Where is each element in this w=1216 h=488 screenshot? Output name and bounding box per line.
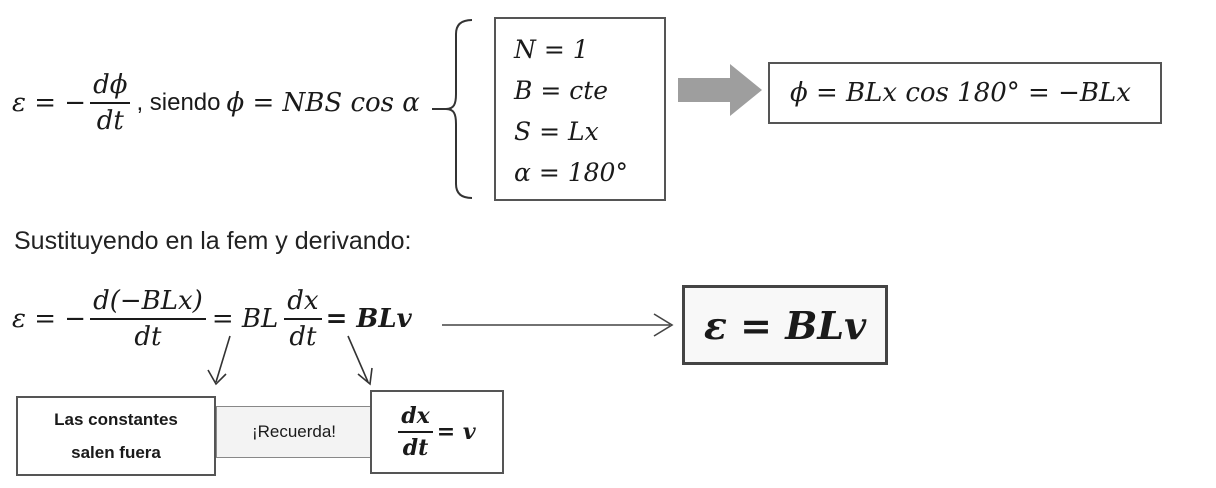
dx-dt-fraction: dx dt (284, 286, 322, 352)
constants-line-2: salen fuera (71, 443, 161, 462)
fraction-numerator: dϕ (93, 70, 128, 100)
fraction-bar (398, 431, 433, 433)
condition-alpha: α = 180° (514, 158, 628, 187)
pointer-arrow-icon (347, 335, 373, 386)
flux-definition: ϕ = NBS cos α (226, 88, 420, 118)
flux-result-box: ϕ = BLx cos 180° = −BLx (768, 62, 1162, 124)
siendo-text: , siendo (136, 89, 221, 116)
dx-dt-fraction: dx dt (398, 403, 433, 461)
flux-result: ϕ = BLx cos 180° = −BLx (790, 78, 1131, 108)
pointer-arrow-icon (207, 335, 231, 386)
long-arrow-icon (442, 313, 674, 337)
velocity-definition-box: dx dt = v (370, 390, 504, 474)
big-arrow-icon (678, 64, 762, 116)
condition-b: B = cte (514, 76, 609, 105)
remember-text: ¡Recuerda! (251, 422, 337, 441)
fem-lhs: ε = − (12, 88, 87, 118)
fraction-denominator: dt (289, 322, 317, 352)
eq2-mid: = BL (211, 304, 279, 334)
fraction-bar (90, 102, 131, 104)
condition-s: S = Lx (514, 117, 599, 146)
eq2-end: = BLv (325, 304, 412, 334)
fraction-denominator: dt (96, 106, 124, 136)
conditions-box: N = 1 B = cte S = Lx α = 180° (494, 17, 666, 201)
dphi-dt-fraction: dϕ dt (90, 70, 131, 136)
fem-equation: ε = − dϕ dt , siendo ϕ = NBS cos α (12, 70, 420, 136)
fraction-numerator: d(−BLx) (93, 286, 203, 316)
curly-brace (432, 19, 473, 199)
final-result: ε = BLv (703, 302, 867, 348)
condition-n: N = 1 (514, 35, 589, 64)
constants-note-box: Las constantes salen fuera (16, 396, 216, 476)
constants-line-1: Las constantes (54, 410, 178, 429)
substitution-text: Sustituyendo en la fem y derivando: (14, 227, 412, 255)
final-result-box: ε = BLv (682, 285, 888, 365)
velocity-rhs: = v (436, 419, 476, 445)
eq2-lhs: ε = − (12, 304, 87, 334)
remember-box: ¡Recuerda! (216, 406, 372, 458)
derivative-equation: ε = − d(−BLx) dt = BL dx dt = BLv (12, 286, 412, 352)
fraction-bar (284, 318, 322, 320)
fraction-denominator: dt (402, 435, 429, 461)
fraction-denominator: dt (134, 322, 162, 352)
fraction-bar (90, 318, 206, 320)
derivative-fraction: d(−BLx) dt (90, 286, 206, 352)
fraction-numerator: dx (401, 403, 430, 429)
fraction-numerator: dx (287, 286, 319, 316)
